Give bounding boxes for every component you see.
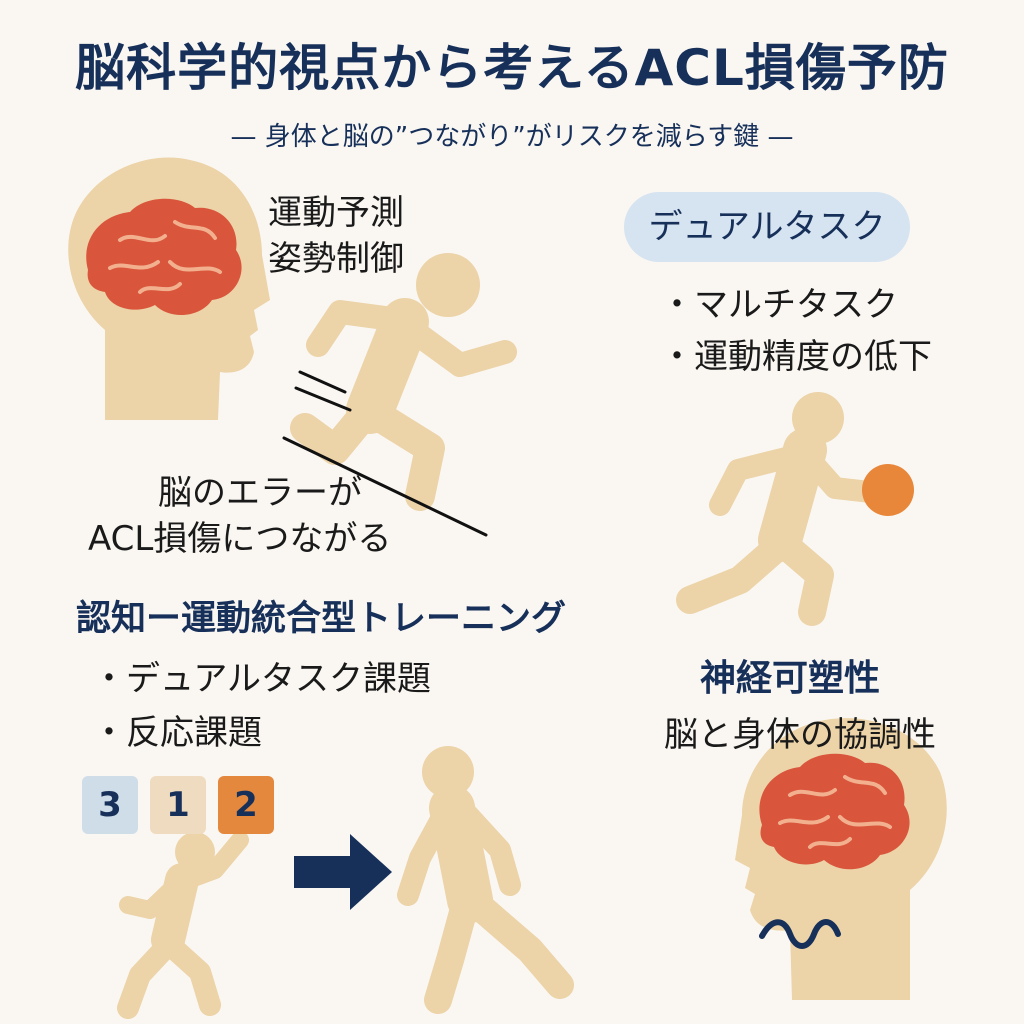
dual-task-pill: デュアルタスク [624,192,910,262]
training-bullet-2: ・反応課題 [92,713,262,753]
number-box-2: 1 [150,776,206,834]
page-title: 脳科学的視点から考えるACL損傷予防 [75,39,949,97]
error-label-2: ACL損傷につながる [88,519,392,559]
neuroplasticity-text: 脳と身体の協調性 [664,715,936,755]
training-bullet-1: ・デュアルタスク課題 [92,659,431,699]
dribbling-person-icon [676,392,881,626]
motion-lines [282,370,488,537]
ball-icon [862,464,914,516]
arrow-right-icon [294,834,392,910]
dual-task-bullet-1: ・マルチタスク [660,285,898,325]
neuroplasticity-heading: 神経可塑性 [700,658,881,699]
reaching-person-icon [117,831,249,1019]
error-label-1: 脳のエラーが [158,473,362,513]
walking-person-icon [397,746,574,1014]
brain-function-label-1: 運動予測 [268,193,404,233]
running-person-icon [290,253,517,511]
wave-icon [759,919,841,949]
training-heading: 認知ー運動統合型トレーニング [76,599,567,639]
number-box-1: 3 [82,776,138,834]
brain-function-label-2: 姿勢制御 [268,239,404,279]
brain-icon-2 [759,753,910,870]
number-box-3: 2 [218,776,274,834]
dual-task-bullet-2: ・運動精度の低下 [660,337,932,377]
page-subtitle: — 身体と脳の”つながり”がリスクを減らす鍵 — [230,122,794,152]
brain-icon [86,198,242,316]
